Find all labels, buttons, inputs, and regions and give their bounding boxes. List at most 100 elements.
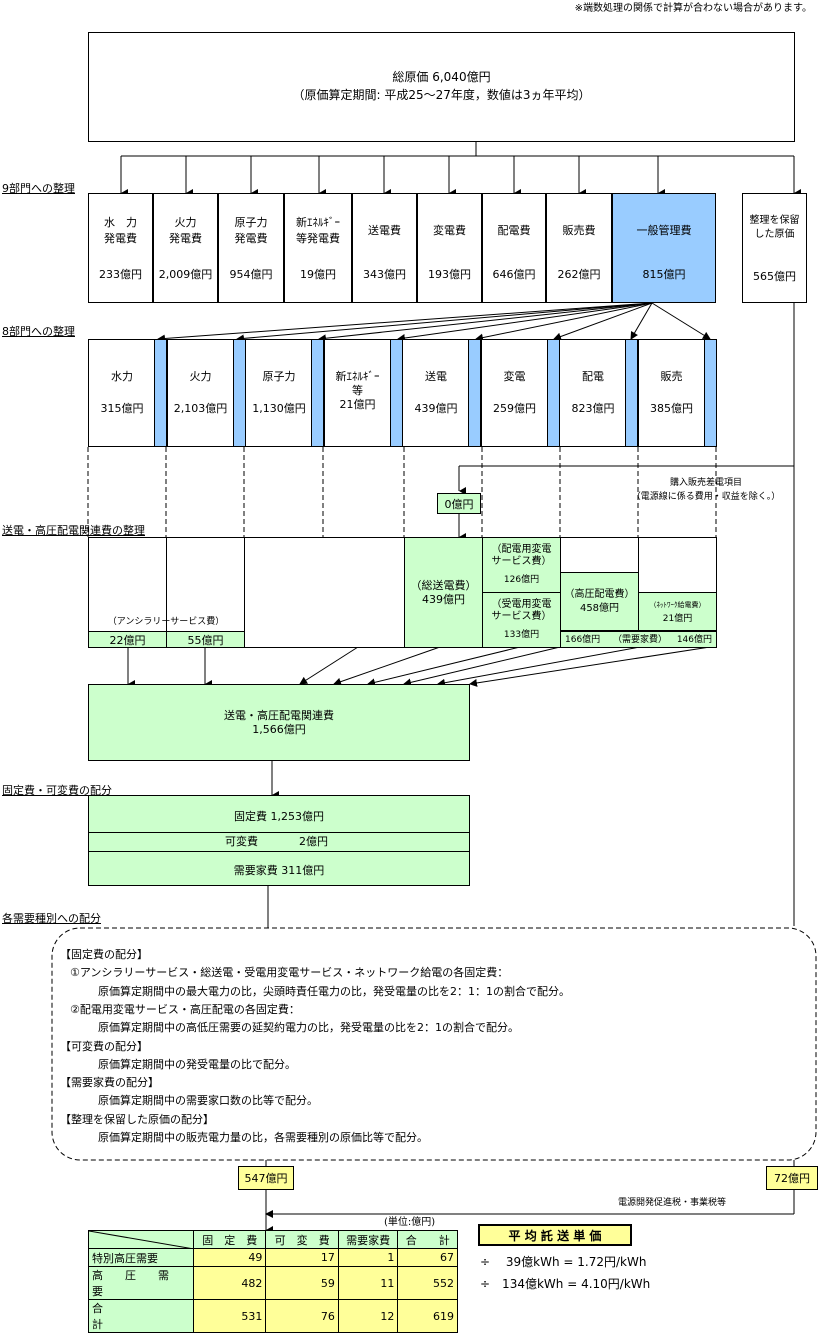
admin-allocation-band: [389, 340, 402, 446]
nine-division-label-1: 販売費: [562, 224, 596, 237]
section-8-divisions: 8部門への整理: [2, 325, 75, 338]
eight-division-label-1: 新ｴﾈﾙｷﾞｰ: [335, 370, 380, 383]
nine-division-box: 配電費 646億円: [482, 193, 546, 303]
avg-price-line-2: ÷ 134億kWh = 4.10円/kWh: [480, 1277, 651, 1291]
distribution-substation-box: （配電用変電 サービス費） 126億円: [482, 537, 561, 593]
high-voltage-value: 458億円: [579, 602, 620, 614]
table-cell: 1: [337, 1248, 399, 1267]
section-distribution: 各需要種別への配分: [2, 912, 101, 925]
table-cell: 49: [192, 1248, 267, 1267]
eight-division-label-2: 等: [352, 384, 363, 397]
row-label: 高 圧 需 要: [88, 1266, 194, 1300]
rounding-note: ※端数処理の関係で計算が合わない場合があります。: [574, 3, 812, 14]
distribution-rule-line: 【固定費の配分】: [60, 948, 148, 961]
high-voltage-label: （高圧配電費）: [564, 588, 635, 600]
total-cost-box: 総原価 6,040億円 （原価算定期間: 平成25～27年度，数値は3ヵ年平均）: [88, 32, 795, 142]
admin-allocation-band: [625, 340, 637, 446]
high-voltage-box: （高圧配電費） 458億円: [560, 572, 639, 631]
distribution-rule-line: 原価算定期間中の需要家口数の比等で配分。: [98, 1094, 318, 1108]
customer-cost-c: 146億円: [676, 635, 712, 645]
avg-price-line-1: ÷ 39億kWh = 1.72円/kWh: [480, 1255, 647, 1269]
purchase-label-2: （電源線に係る費用・収益を除く。）: [631, 492, 781, 502]
related-cost-value: 1,566億円: [252, 722, 306, 736]
reserved-label-2: した原価: [754, 229, 795, 240]
eight-division-label-1: 水力: [111, 370, 133, 383]
eight-division-label-1: 配電: [582, 370, 604, 383]
admin-allocation-band: [311, 340, 323, 446]
eight-division-value: 2,103億円: [173, 402, 228, 415]
table-cell: 619: [397, 1299, 458, 1333]
table-header-fixed: 固 定 費: [192, 1230, 267, 1249]
admin-allocation-band: [154, 340, 166, 446]
receiving-substation-box: （受電用変電 サービス費） 133億円: [482, 592, 561, 648]
results-table: 固 定 費 可 変 費 需要家費 合 計 特別高圧需要 49 17 1 67 高…: [88, 1230, 458, 1333]
eight-division-value: 315億円: [100, 402, 144, 415]
table-row: 特別高圧需要 49 17 1 67: [88, 1248, 458, 1267]
related-cost-label: 送電・高圧配電関連費: [224, 708, 334, 722]
nine-division-label-1: 新ｴﾈﾙｷﾞｰ: [296, 216, 340, 229]
eight-division-label-1: 原子力: [262, 370, 296, 383]
table-header-variable: 可 変 費: [265, 1230, 339, 1249]
fixed-variable-box: 固定費 1,253億円 可変費 2億円 需要家費 311億円: [88, 795, 470, 886]
purchase-label-1: 購入販売差電項目: [669, 478, 742, 488]
eight-division-value: 385億円: [650, 402, 693, 415]
ancillary-label: （アンシラリーサービス費）: [107, 617, 225, 627]
section-transmission: 送電・高圧配電関連費の整理: [2, 524, 145, 537]
fixed-cost: 固定費 1,253億円: [234, 810, 324, 823]
eight-division-value: 1,130億円: [252, 402, 306, 415]
nine-division-value: 233億円: [99, 268, 142, 281]
right-total-value: 72億円: [766, 1166, 818, 1190]
reserved-cost-box: 整理を保留 した原価 565億円: [742, 193, 807, 303]
distribution-substation-label-1: （配電用変電: [491, 544, 552, 555]
variable-cost-value: 2億円: [299, 835, 328, 848]
section-9-divisions: 9部門への整理: [2, 182, 75, 195]
nine-division-value: 815億円: [642, 268, 686, 281]
distribution-rule-line: 原価算定期間中の最大電力の比，尖頭時責任電力の比，発受電量の比を2：1：1の割合…: [98, 984, 570, 998]
nine-division-value: 646億円: [492, 268, 536, 281]
table-row: 合 計 531 76 12 619: [88, 1299, 458, 1333]
total-transmission-box: （総送電費） 439億円: [404, 537, 483, 648]
distribution-rule-line: 【整理を保留した原価の配分】: [60, 1112, 214, 1126]
nine-division-label-1: 変電費: [433, 224, 466, 237]
table-cell: 12: [337, 1299, 399, 1333]
nine-division-label-1: 配電費: [497, 224, 531, 237]
unit-note: (単位:億円): [384, 1217, 436, 1228]
admin-allocation-band: [232, 340, 245, 446]
receiving-substation-value: 133億円: [503, 630, 540, 640]
distribution-rule-line: ①アンシラリーサービス・総送電・受電用変電サービス・ネットワーク給電の各固定費：: [70, 966, 509, 980]
total-transmission-label: （総送電費）: [410, 578, 477, 592]
eight-division-value: 21億円: [339, 398, 376, 411]
table-cell: 17: [265, 1248, 339, 1267]
distribution-rule-line: 原価算定期間中の高低圧需要の延契約電力の比，発受電量の比を2：1の割合で配分。: [98, 1021, 519, 1035]
customer-cost-row: 166億円 （需要家費） 146億円: [560, 631, 717, 648]
table-cell: 67: [397, 1248, 458, 1267]
nine-division-value: 954億円: [229, 268, 273, 281]
distribution-rule-line: ②配電用変電サービス・高圧配電の各固定費：: [70, 1002, 300, 1016]
receiving-substation-label-1: （受電用変電: [491, 599, 552, 610]
table-row: 高 圧 需 要 482 59 11 552: [88, 1266, 458, 1300]
table-corner: [88, 1230, 194, 1249]
nine-division-label-1: 火力: [174, 216, 197, 229]
network-label: （ﾈｯﾄﾜｰｸ給電費）: [649, 600, 706, 609]
nine-division-label-1: 送電費: [368, 224, 401, 237]
distribution-substation-value: 126億円: [503, 575, 540, 585]
tax-note: 電源開発促進税・事業税等: [618, 1198, 727, 1208]
table-cell: 531: [192, 1299, 267, 1333]
nine-division-label-2: 等発電費: [296, 232, 340, 245]
admin-allocation-band: [703, 340, 716, 446]
total-cost-sub: （原価算定期間: 平成25～27年度，数値は3ヵ年平均）: [292, 88, 591, 102]
table-header-total: 合 計: [397, 1230, 458, 1249]
distribution-rule-line: 原価算定期間中の販売電力量の比，各需要種別の原価比等で配分。: [98, 1131, 428, 1144]
table-cell: 76: [265, 1299, 339, 1333]
nine-division-label-1: 原子力: [234, 216, 268, 229]
